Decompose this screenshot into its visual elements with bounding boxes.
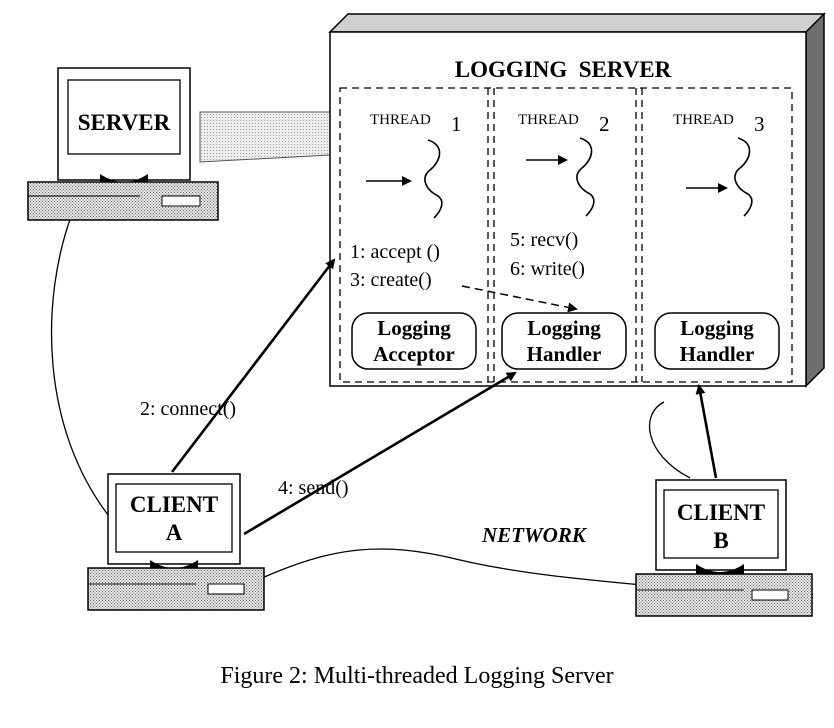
svg-text:2: 2 [599, 112, 610, 136]
svg-text:THREAD: THREAD [370, 112, 431, 128]
step-accept: 1: accept () [350, 241, 440, 263]
thread-label-1: THREAD 1 [370, 112, 462, 136]
network-cables [50, 213, 691, 586]
server-link-wedge [199, 111, 331, 163]
client-b-machine [635, 479, 813, 617]
logging-handler-box-3: Logging Handler [654, 312, 780, 370]
svg-text:THREAD: THREAD [518, 112, 579, 128]
thread-squiggle-3 [686, 137, 753, 217]
svg-text:Logging: Logging [377, 316, 451, 340]
server-title: LOGGING SERVER [455, 57, 672, 82]
send-arrow [243, 371, 517, 536]
svg-text:1: 1 [451, 112, 462, 136]
svg-text:THREAD: THREAD [673, 112, 734, 128]
figure-caption: Figure 2: Multi-threaded Logging Server [220, 663, 613, 689]
svg-text:3: 3 [754, 112, 765, 136]
client-a-label-line2: A [166, 520, 183, 545]
step-recv: 5: recv() [510, 229, 578, 251]
step-write: 6: write() [510, 258, 585, 280]
step-send: 4: send() [278, 477, 349, 499]
thread-squiggle-1 [366, 139, 443, 219]
step-create: 3: create() [350, 269, 432, 291]
client-a-machine [87, 473, 265, 611]
svg-text:Handler: Handler [527, 342, 602, 366]
connect-arrow [170, 258, 336, 473]
thread-label-2: THREAD 2 [518, 112, 610, 136]
step-connect: 2: connect() [140, 398, 236, 420]
logging-acceptor-box: Logging Acceptor [351, 312, 477, 370]
network-label: NETWORK [481, 523, 588, 547]
client-b-arrow [695, 384, 718, 479]
svg-text:Handler: Handler [680, 342, 755, 366]
server-machine [27, 67, 219, 221]
svg-text:Logging: Logging [680, 316, 754, 340]
thread-squiggle-2 [526, 137, 595, 217]
client-b-label-line1: CLIENT [677, 500, 765, 525]
svg-text:Acceptor: Acceptor [373, 342, 455, 366]
logging-handler-box-2: Logging Handler [501, 312, 627, 370]
server-machine-label: SERVER [78, 110, 171, 135]
create-arrow [461, 285, 578, 313]
client-a-label-line1: CLIENT [130, 492, 218, 517]
svg-text:Logging: Logging [527, 316, 601, 340]
client-b-label-line2: B [713, 528, 728, 553]
thread-label-3: THREAD 3 [673, 112, 765, 136]
